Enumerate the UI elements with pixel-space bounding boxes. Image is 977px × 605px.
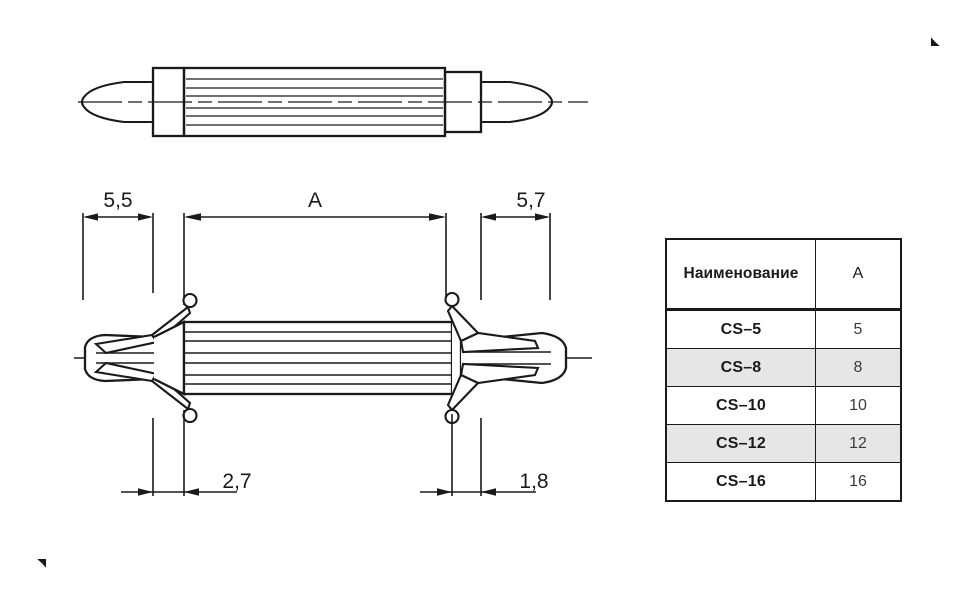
dimension-body-length-label: A xyxy=(308,189,322,212)
dimension-right-length-label: 5,7 xyxy=(516,189,545,212)
table-header-name: Наименование xyxy=(666,239,816,311)
dimension-lines-upper xyxy=(82,213,551,305)
table-cell-name: CS–12 xyxy=(666,424,816,463)
dimension-left-thickness-line xyxy=(121,488,237,496)
table-row: CS–12 12 xyxy=(666,424,901,463)
table-cell-a: 8 xyxy=(815,348,901,387)
dimension-lines-lower xyxy=(121,410,536,496)
top-view-body-grooves xyxy=(186,78,443,126)
table-cell-name: CS–8 xyxy=(666,348,816,387)
front-view-left-head xyxy=(83,292,198,424)
table-cell-name: CS–16 xyxy=(666,462,816,501)
front-view-right-head xyxy=(444,291,568,425)
dimension-right-thickness-line xyxy=(420,488,536,496)
top-view xyxy=(78,66,588,138)
table-row: CS–8 8 xyxy=(666,348,901,387)
top-view-right-collar xyxy=(443,70,483,134)
table-row: CS–10 10 xyxy=(666,386,901,425)
top-view-left-nose xyxy=(80,80,153,124)
dimension-right-thickness-label: 1,8 xyxy=(519,470,548,493)
specification-table: Наименование A CS–5 5 CS–8 8 CS–10 10 CS… xyxy=(665,238,902,502)
dimension-body-length-line xyxy=(184,213,446,221)
table-row: CS–5 5 xyxy=(666,309,901,349)
table-row: CS–16 16 xyxy=(666,462,901,501)
front-view-body xyxy=(182,320,454,396)
front-view xyxy=(74,291,592,425)
table-header-row: Наименование A xyxy=(666,239,901,311)
table-cell-a: 12 xyxy=(815,424,901,463)
table-cell-a: 10 xyxy=(815,386,901,425)
front-view-body-grooves xyxy=(185,331,451,385)
dimension-left-length-line xyxy=(83,213,153,221)
dimension-left-length-label: 5,5 xyxy=(103,189,132,212)
top-view-right-nose xyxy=(481,80,554,124)
table-cell-name: CS–10 xyxy=(666,386,816,425)
dimension-left-thickness-label: 2,7 xyxy=(222,470,251,493)
table-cell-name: CS–5 xyxy=(666,309,816,349)
dimension-right-length-line xyxy=(481,213,550,221)
table-cell-a: 5 xyxy=(815,309,901,349)
table-cell-a: 16 xyxy=(815,462,901,501)
table-header-a: A xyxy=(815,239,901,311)
